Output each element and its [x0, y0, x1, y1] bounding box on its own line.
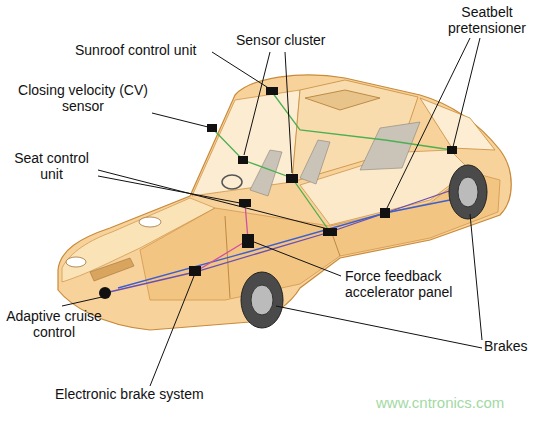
leader-line [98, 170, 328, 229]
leader-line [152, 113, 208, 127]
component [380, 208, 390, 218]
component [266, 87, 278, 95]
front-grille [90, 258, 134, 281]
headlight [66, 257, 86, 267]
callout-label: Sunroof control unit [75, 42, 255, 58]
callout-label: Adaptive cruise control [4, 308, 104, 340]
callout-label: Force feedback accelerator panel [345, 268, 495, 300]
callout-label: Electronic brake system [55, 386, 255, 402]
callout-label: Brakes [484, 338, 544, 354]
component [189, 266, 201, 276]
wheel [241, 272, 283, 328]
brake-disc [251, 285, 273, 315]
windshield [192, 90, 300, 196]
leader-line [470, 214, 482, 340]
leader-line [212, 52, 270, 89]
component [323, 228, 337, 236]
sunroof [305, 90, 380, 110]
wire [195, 203, 248, 272]
wire [272, 92, 452, 150]
leader-line [98, 176, 240, 203]
leader-line [386, 38, 470, 210]
component [239, 199, 251, 207]
component [286, 174, 298, 183]
leader-line [285, 52, 292, 173]
brake-disc [458, 177, 478, 207]
watermark: www.cntronics.com [376, 395, 542, 411]
component [207, 124, 217, 132]
leader-line [244, 52, 270, 155]
car-body [58, 75, 511, 330]
wheels [241, 165, 487, 328]
callout-label: Seat control unit [4, 150, 99, 182]
component [447, 146, 457, 154]
leader-line [276, 306, 482, 348]
rear-window [420, 98, 495, 150]
wire [212, 128, 330, 232]
component [238, 156, 248, 164]
door-line [225, 216, 340, 298]
car-body-group [58, 75, 511, 330]
leader-line [254, 242, 341, 276]
callout-label: Closing velocity (CV) sensor [8, 82, 158, 114]
headlight [139, 217, 161, 227]
components [99, 87, 457, 299]
door-panel [140, 172, 500, 300]
wiring [105, 92, 470, 293]
wheel [449, 165, 487, 219]
callout-label: Seatbelt pretensioner [432, 4, 542, 36]
callout-label: Sensor cluster [236, 32, 356, 48]
leader-line [150, 276, 194, 386]
component [242, 234, 254, 248]
seat [300, 140, 330, 184]
steering-wheel [222, 175, 242, 189]
leader-line [453, 38, 480, 147]
seat [360, 122, 420, 170]
leader-line [62, 297, 102, 306]
